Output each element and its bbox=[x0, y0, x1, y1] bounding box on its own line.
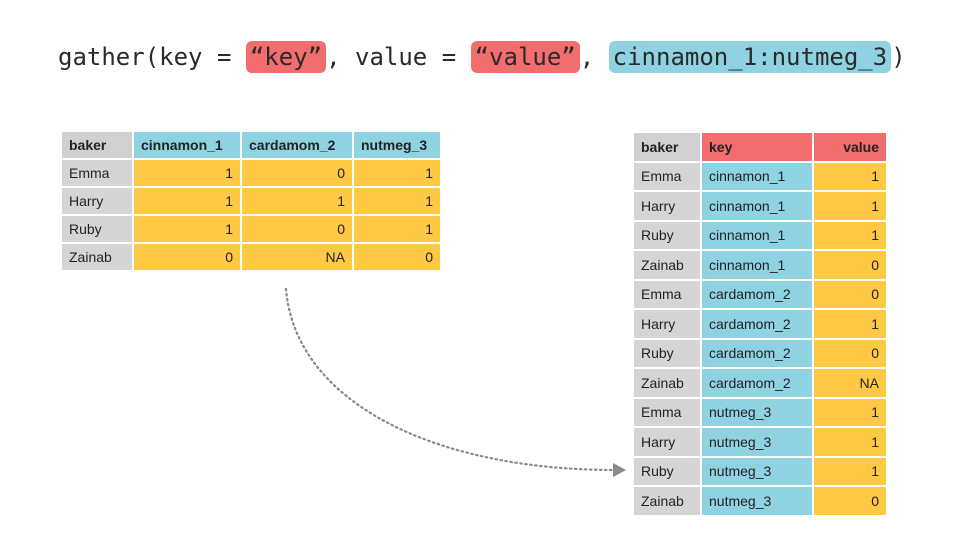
code-middle: , value = bbox=[326, 43, 471, 71]
wide-cell-value: 0 bbox=[354, 244, 440, 270]
long-cell-key: cinnamon_1 bbox=[702, 192, 812, 220]
long-table-header-row: baker key value bbox=[634, 133, 886, 161]
long-cell-key: cardamom_2 bbox=[702, 339, 812, 367]
long-cell-key: cinnamon_1 bbox=[702, 162, 812, 190]
long-cell-baker: Harry bbox=[634, 428, 700, 456]
long-cell-value: 0 bbox=[814, 339, 886, 367]
long-cell-baker: Emma bbox=[634, 398, 700, 426]
long-cell-baker: Ruby bbox=[634, 339, 700, 367]
long-cell-key: nutmeg_3 bbox=[702, 428, 812, 456]
long-cell-baker: Zainab bbox=[634, 487, 700, 515]
wide-table-header-row: baker cinnamon_1 cardamom_2 nutmeg_3 bbox=[62, 132, 440, 158]
wide-cell-value: 0 bbox=[134, 244, 240, 270]
wide-cell-value: 1 bbox=[134, 188, 240, 214]
wide-cell-baker: Zainab bbox=[62, 244, 132, 270]
wide-cell-value: 1 bbox=[242, 188, 352, 214]
long-cell-key: nutmeg_3 bbox=[702, 457, 812, 485]
gather-code-line: gather(key = “key” , value = “value” , c… bbox=[58, 38, 906, 76]
long-cell-value: 1 bbox=[814, 398, 886, 426]
long-cell-value: 1 bbox=[814, 310, 886, 338]
wide-header-baker: baker bbox=[62, 132, 132, 158]
code-suffix: ) bbox=[891, 43, 906, 71]
wide-header-nutmeg: nutmeg_3 bbox=[354, 132, 440, 158]
long-cell-value: 0 bbox=[814, 280, 886, 308]
long-cell-baker: Emma bbox=[634, 162, 700, 190]
long-cell-value: NA bbox=[814, 369, 886, 397]
long-cell-baker: Harry bbox=[634, 310, 700, 338]
wide-cell-value: 1 bbox=[134, 160, 240, 186]
wide-cell-value: 1 bbox=[354, 216, 440, 242]
code-comma: , bbox=[579, 43, 609, 71]
long-cell-baker: Ruby bbox=[634, 457, 700, 485]
wide-table: baker cinnamon_1 cardamom_2 nutmeg_3 Emm… bbox=[60, 130, 442, 272]
code-prefix: gather(key = bbox=[58, 43, 246, 71]
long-header-key: key bbox=[702, 133, 812, 161]
long-cell-baker: Zainab bbox=[634, 369, 700, 397]
long-cell-key: cardamom_2 bbox=[702, 369, 812, 397]
long-cell-key: cinnamon_1 bbox=[702, 221, 812, 249]
wide-cell-baker: Emma bbox=[62, 160, 132, 186]
long-cell-baker: Emma bbox=[634, 280, 700, 308]
long-cell-value: 1 bbox=[814, 162, 886, 190]
long-cell-baker: Harry bbox=[634, 192, 700, 220]
long-cell-key: nutmeg_3 bbox=[702, 487, 812, 515]
wide-header-cinnamon: cinnamon_1 bbox=[134, 132, 240, 158]
long-cell-value: 1 bbox=[814, 457, 886, 485]
arrow-head bbox=[613, 463, 626, 477]
long-cell-value: 1 bbox=[814, 428, 886, 456]
columns-argument-highlight: cinnamon_1:nutmeg_3 bbox=[608, 41, 892, 73]
wide-cell-value: 0 bbox=[242, 216, 352, 242]
arrow-dotted-curve bbox=[284, 287, 617, 472]
wide-cell-value: 0 bbox=[242, 160, 352, 186]
long-cell-key: nutmeg_3 bbox=[702, 398, 812, 426]
long-cell-value: 1 bbox=[814, 192, 886, 220]
long-header-baker: baker bbox=[634, 133, 700, 161]
wide-cell-baker: Harry bbox=[62, 188, 132, 214]
wide-cell-value: NA bbox=[242, 244, 352, 270]
long-cell-value: 0 bbox=[814, 487, 886, 515]
wide-cell-baker: Ruby bbox=[62, 216, 132, 242]
long-header-value: value bbox=[814, 133, 886, 161]
long-cell-baker: Zainab bbox=[634, 251, 700, 279]
long-cell-key: cinnamon_1 bbox=[702, 251, 812, 279]
long-cell-key: cardamom_2 bbox=[702, 310, 812, 338]
wide-cell-value: 1 bbox=[354, 160, 440, 186]
long-cell-baker: Ruby bbox=[634, 221, 700, 249]
wide-cell-value: 1 bbox=[134, 216, 240, 242]
long-cell-value: 1 bbox=[814, 221, 886, 249]
wide-header-cardamom: cardamom_2 bbox=[242, 132, 352, 158]
long-cell-value: 0 bbox=[814, 251, 886, 279]
value-argument-highlight: “value” bbox=[470, 41, 580, 73]
long-cell-key: cardamom_2 bbox=[702, 280, 812, 308]
wide-cell-value: 1 bbox=[354, 188, 440, 214]
key-argument-highlight: “key” bbox=[245, 41, 327, 73]
